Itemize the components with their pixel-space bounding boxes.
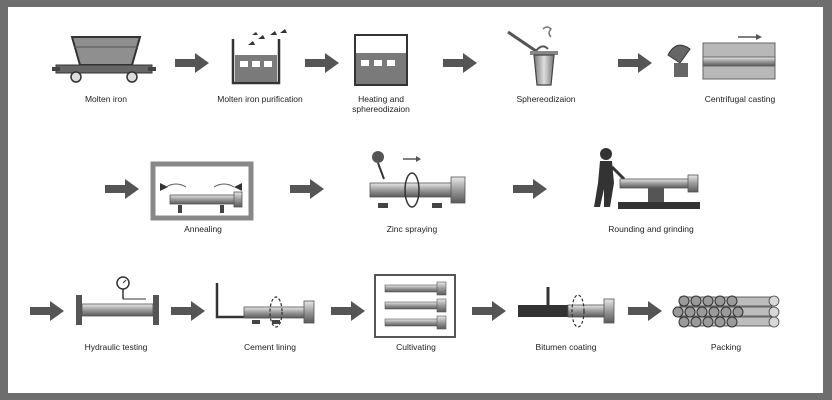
step-label-rounding-grinding: Rounding and grinding — [608, 224, 694, 234]
molten-iron-icon — [52, 36, 156, 83]
step-label-molten-iron: Molten iron — [84, 94, 128, 104]
arrow-11 — [472, 301, 506, 321]
annealing-icon — [150, 161, 254, 221]
step-label-bitumen-coating: Bitumen coating — [535, 342, 597, 352]
arrow-7 — [513, 179, 547, 199]
step-label-zinc-spraying: Zinc spraying — [386, 224, 438, 234]
arrow-12 — [628, 301, 662, 321]
arrow-1 — [175, 53, 209, 73]
zinc-spraying-icon — [369, 151, 466, 208]
arrow-4 — [618, 53, 652, 73]
process-diagram: Molten iron Molten iron purification Hea… — [8, 7, 823, 393]
centrifugal-casting-icon — [667, 34, 776, 80]
diagram-canvas — [30, 26, 780, 338]
arrow-5 — [105, 179, 139, 199]
hydraulic-testing-icon — [76, 276, 159, 325]
arrow-6 — [290, 179, 324, 199]
sphereodizaion-icon — [507, 26, 558, 86]
bitumen-coating-icon — [518, 287, 615, 328]
purification-icon — [231, 29, 287, 85]
cultivating-icon — [374, 274, 456, 338]
flow-arrows — [30, 53, 662, 321]
arrow-10 — [331, 301, 365, 321]
step-label-annealing: Annealing — [184, 224, 222, 234]
cement-lining-icon — [215, 283, 315, 328]
step-label-centrifugal-casting: Centrifugal casting — [704, 94, 776, 104]
arrow-2 — [305, 53, 339, 73]
step-label-packing: Packing — [710, 342, 742, 352]
arrow-9 — [171, 301, 205, 321]
packing-icon — [672, 295, 780, 328]
step-label-hydraulic-testing: Hydraulic testing — [84, 342, 148, 352]
arrow-8 — [30, 301, 64, 321]
step-label-cement-lining: Cement lining — [244, 342, 296, 352]
rounding-grinding-icon — [594, 148, 700, 209]
step-label-heating: Heating and sphereodizaion — [352, 94, 410, 114]
heating-furnace-icon — [354, 34, 408, 86]
step-label-sphereodizaion: Sphereodizaion — [516, 94, 576, 104]
step-label-purification: Molten iron purification — [217, 94, 303, 104]
step-label-cultivating: Cultivating — [396, 342, 436, 352]
arrow-3 — [443, 53, 477, 73]
